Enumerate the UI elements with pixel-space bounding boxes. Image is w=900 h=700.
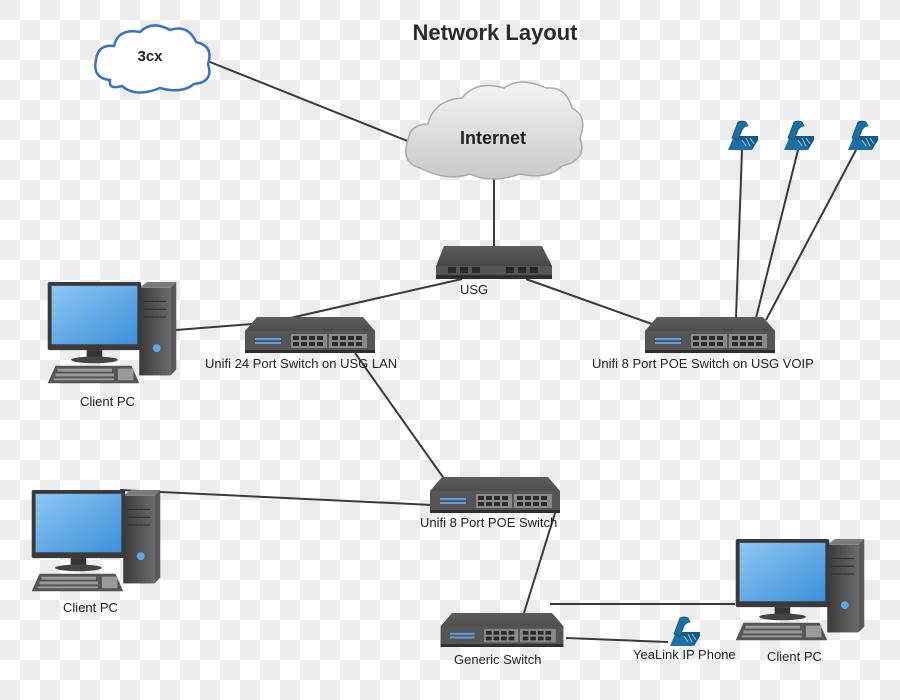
link-switch-poe-to-client-pc-2 (119, 489, 433, 506)
switch-poe-voip-icon[interactable] (645, 317, 775, 353)
voip-phone-3-icon[interactable] (847, 120, 879, 150)
client-pc-3-icon[interactable] (735, 538, 865, 641)
links-layer (119, 57, 857, 643)
link-switch-poe-voip-to-voip-phone-3 (765, 149, 857, 321)
client-pc-1-label: Client PC (80, 394, 135, 409)
voip-phone-1-icon[interactable] (727, 120, 759, 150)
switch-24-lan-icon[interactable] (245, 317, 375, 353)
yealink-phone-icon[interactable] (669, 616, 701, 646)
link-usg-to-switch-poe-voip (525, 278, 653, 325)
generic-switch-icon[interactable] (440, 613, 564, 647)
usg-label: USG (460, 282, 489, 297)
switch-24-lan-label: Unifi 24 Port Switch on USG LAN (205, 356, 398, 371)
router-usg-icon[interactable] (436, 246, 552, 279)
yealink-phone-label: YeaLink IP Phone (633, 647, 736, 662)
switch-poe-voip-label: Unifi 8 Port POE Switch on USG VOIP (592, 356, 814, 371)
cloud-internet-label: Internet (459, 128, 526, 148)
link-switch-24-lan-to-switch-poe (354, 352, 446, 481)
cloud-3cx-label: 3cx (137, 48, 163, 65)
link-cloud-3cx-to-internet (199, 57, 411, 143)
link-generic-switch-to-yealink-phone (565, 637, 669, 643)
generic-switch-label: Generic Switch (454, 652, 542, 667)
switch-poe-icon[interactable] (430, 477, 560, 513)
switch-poe-label: Unifi 8 Port POE Switch (420, 515, 558, 530)
cloud-3cx-icon[interactable] (94, 24, 211, 94)
diagram-title: Network Layout (412, 20, 578, 45)
client-pc-3-label: Client PC (767, 649, 822, 664)
cloud-internet-icon[interactable] (405, 81, 584, 180)
link-switch-poe-to-generic-switch (523, 512, 556, 614)
client-pc-1-icon[interactable] (47, 281, 177, 384)
link-switch-24-lan-to-client-pc-1 (175, 323, 253, 331)
link-switch-poe-voip-to-voip-phone-2 (755, 149, 799, 319)
link-switch-poe-voip-to-voip-phone-1 (735, 149, 743, 319)
client-pc-2-icon[interactable] (31, 489, 161, 592)
client-pc-2-label: Client PC (63, 600, 118, 615)
voip-phone-2-icon[interactable] (783, 120, 815, 150)
